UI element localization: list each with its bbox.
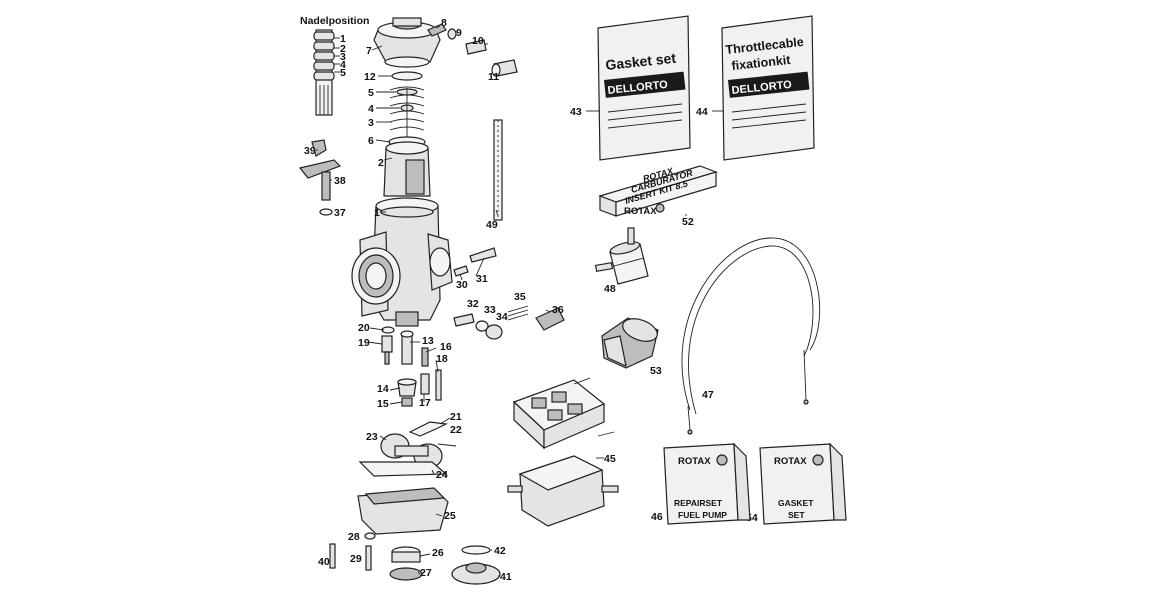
callout-32: 32 — [467, 298, 479, 310]
callout-26: 26 — [432, 547, 444, 559]
callout-1: 1 — [374, 207, 380, 219]
gasket-card-line1: GASKET — [778, 498, 814, 508]
callout-53: 53 — [650, 365, 662, 377]
carburetor-assembly — [298, 17, 565, 585]
needle-position-group: Nadelposition 1 2 3 4 5 — [300, 15, 369, 116]
callout-27: 27 — [420, 567, 432, 579]
callout-42: 42 — [494, 545, 506, 557]
callout-2: 2 — [378, 157, 384, 169]
callout-20: 20 — [358, 322, 370, 334]
callout-54: 54 — [746, 512, 758, 524]
callout-numbers: 1 2 3 4 5 6 7 8 9 10 11 12 13 14 15 16 1… — [304, 17, 758, 583]
gasket-card-brand: ROTAX — [774, 456, 807, 467]
callout-10: 10 — [472, 35, 484, 47]
carburator-insert-kit-box: ROTAX CARBURATOR INSERT KIT 8.5 ROTAX — [598, 165, 718, 217]
needle-position-heading: Nadelposition — [300, 15, 369, 27]
callout-33: 33 — [484, 304, 496, 316]
gasket-card-line2: SET — [788, 510, 805, 520]
callout-49: 49 — [486, 219, 498, 231]
callout-9: 9 — [456, 27, 462, 39]
callout-34: 34 — [496, 311, 508, 323]
callout-22: 22 — [450, 424, 462, 436]
callout-44: 44 — [696, 106, 708, 118]
callout-45: 45 — [604, 453, 616, 465]
throttle-cable — [681, 237, 821, 435]
callout-18: 18 — [436, 353, 448, 365]
callout-24: 24 — [436, 469, 448, 481]
gasket-set-bag: Gasket set DELLORTO — [586, 15, 691, 161]
callout-25: 25 — [444, 510, 456, 522]
callout-8: 8 — [441, 17, 447, 29]
needle-pos-label-1: 1 — [340, 33, 346, 45]
callout-5: 5 — [368, 87, 374, 99]
callout-47: 47 — [702, 389, 714, 401]
repair-card-brand: ROTAX — [678, 456, 711, 467]
callout-16: 16 — [440, 341, 452, 353]
callout-17: 17 — [419, 397, 431, 409]
needle-illustration — [313, 29, 340, 116]
callout-36: 36 — [552, 304, 564, 316]
callout-15: 15 — [377, 398, 389, 410]
callout-14: 14 — [377, 383, 389, 395]
callout-7: 7 — [366, 45, 372, 57]
callout-39: 39 — [304, 145, 316, 157]
gasket-bag-title: Gasket set — [605, 50, 677, 73]
throttle-bag-title-line2: fixationkit — [731, 53, 792, 73]
callout-21: 21 — [450, 411, 462, 423]
callout-29: 29 — [350, 553, 362, 565]
fuel-filter — [594, 227, 649, 285]
throttle-cable-fixation-bag: Throttlecable fixationkit DELLORTO — [712, 15, 815, 161]
gasket-set-card: ROTAX GASKET SET — [759, 442, 847, 525]
fuel-pump — [507, 377, 619, 527]
callout-46: 46 — [651, 511, 663, 523]
repairset-fuel-pump-card: ROTAX REPAIRSET FUEL PUMP — [663, 442, 751, 525]
callout-35: 35 — [514, 291, 526, 303]
callout-48: 48 — [604, 283, 616, 295]
callout-4: 4 — [368, 103, 374, 115]
leader-lines — [316, 25, 551, 577]
repair-card-line1: REPAIRSET — [674, 498, 723, 508]
callout-6: 6 — [368, 135, 374, 147]
callout-30: 30 — [456, 279, 468, 291]
callout-28: 28 — [348, 531, 360, 543]
insert-box-brand: ROTAX — [624, 206, 657, 217]
callout-40: 40 — [318, 556, 330, 568]
callout-52: 52 — [682, 216, 694, 228]
callout-38: 38 — [334, 175, 346, 187]
needle-pos-label-5: 5 — [340, 67, 346, 79]
callout-23: 23 — [366, 431, 378, 443]
callout-41: 41 — [500, 571, 512, 583]
callout-11: 11 — [488, 71, 499, 83]
repair-card-line2: FUEL PUMP — [678, 510, 727, 520]
callout-43: 43 — [570, 106, 582, 118]
needle-pos-label-4: 4 — [340, 59, 346, 71]
callout-3: 3 — [368, 117, 374, 129]
rubber-boot-part — [601, 317, 659, 369]
callout-37: 37 — [334, 207, 346, 219]
callout-13: 13 — [422, 335, 434, 347]
callout-19: 19 — [358, 337, 370, 349]
callout-31: 31 — [476, 273, 488, 285]
needle-pos-label-3: 3 — [340, 51, 346, 63]
callout-12: 12 — [364, 71, 376, 83]
needle-pos-label-2: 2 — [340, 43, 346, 55]
